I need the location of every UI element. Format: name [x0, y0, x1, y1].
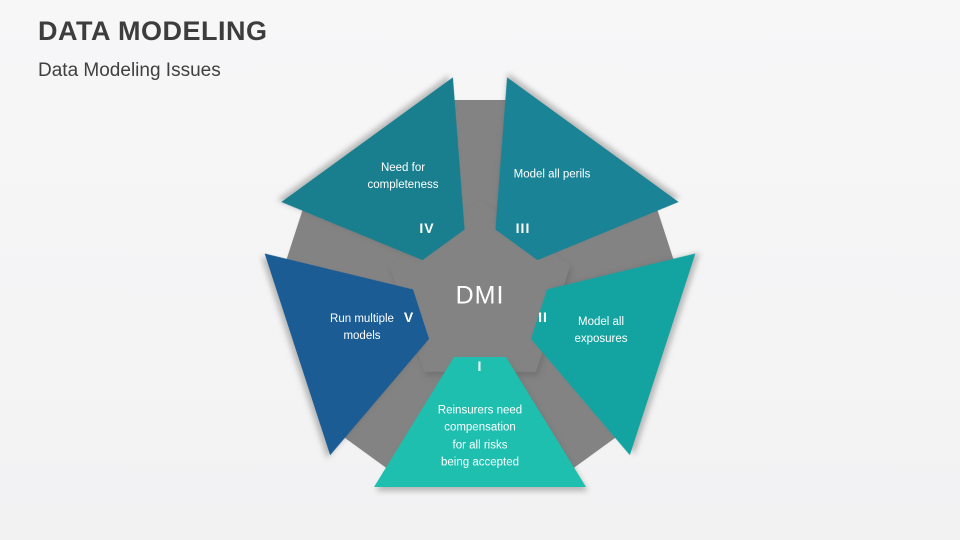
center-label: DMI: [455, 281, 505, 310]
segment-4-label: Need for completeness: [367, 161, 439, 191]
segment-5-label: Run multiple models: [330, 312, 394, 342]
page-title: DATA MODELING: [38, 16, 268, 46]
segment-3-numeral: III: [515, 220, 531, 236]
segment-3-shape: [495, 77, 679, 261]
segment-5-numeral: V: [403, 309, 415, 325]
segment-5-shape: [264, 253, 430, 456]
segment-2-shape: [530, 253, 696, 456]
segments: [264, 77, 696, 487]
page-subtitle: Data Modeling Issues: [38, 60, 221, 81]
segment-1-shape: [374, 357, 586, 487]
segment-4-shape: [281, 77, 465, 261]
segment-1-numeral: I: [477, 358, 483, 374]
segment-4-numeral: IV: [419, 220, 435, 236]
segment-2-numeral: II: [538, 309, 548, 325]
segment-2-label: Model all exposures: [574, 315, 628, 345]
segment-3-label: Model all perils: [513, 168, 591, 181]
segment-1-label: Reinsurers need compensation for all ris…: [437, 404, 523, 469]
